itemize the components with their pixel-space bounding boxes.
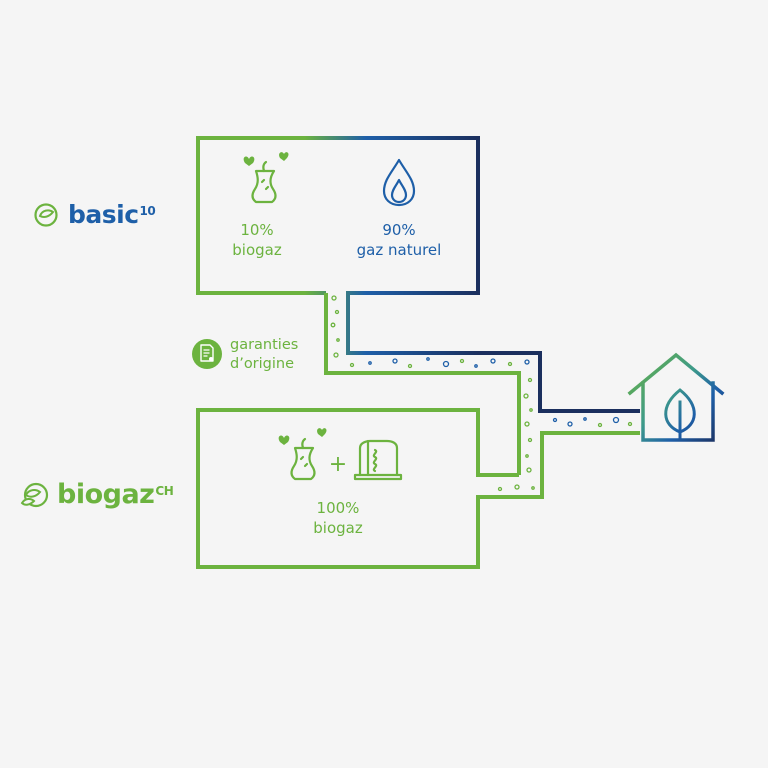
- guarantees-line-2: d’origine: [230, 356, 295, 372]
- basic-green-pipe: [324, 293, 521, 475]
- certificate-icon-spacer: [192, 340, 222, 370]
- biogas-share-text: biogaz: [232, 241, 282, 259]
- biogas-tank-icon: [353, 439, 403, 481]
- full-biogas-value: 100%: [316, 499, 360, 517]
- eco-house-icon: [627, 352, 725, 442]
- apple-core-icon-bottom: [278, 428, 327, 481]
- full-biogas-text: biogaz: [313, 519, 363, 537]
- brand-biogaz-name: biogaz: [57, 479, 155, 510]
- certificate-document-icon: [192, 339, 222, 369]
- plus-sign: +: [329, 452, 347, 477]
- basic-mix-box: [196, 136, 640, 413]
- natural-gas-share-value: 90%: [382, 221, 416, 239]
- natural-gas-share-label: 90% gaz naturel: [338, 220, 460, 260]
- biogas-share-label: 10% biogaz: [222, 220, 292, 260]
- full-biogas-label: 100% biogaz: [298, 498, 378, 538]
- gas-flame-icon: [382, 158, 416, 207]
- biogaz-box: [196, 408, 640, 569]
- gas-bubbles: [330, 295, 633, 492]
- brand-basic-superscript: 10: [139, 203, 156, 218]
- guarantees-text: garanties d’origine: [230, 336, 298, 374]
- guarantees-line-1: garanties: [230, 337, 299, 353]
- biogas-share-value: 10%: [240, 221, 274, 239]
- double-leaf-logo-icon: [20, 482, 49, 507]
- natural-gas-share-text: gaz naturel: [356, 241, 442, 259]
- apple-core-icon: [243, 152, 289, 204]
- leaf-circle-logo-icon: [34, 202, 58, 227]
- brand-basic-name: basic: [68, 200, 139, 229]
- brand-biogaz-superscript: CH: [155, 483, 174, 498]
- guarantees-of-origin: garanties d’origine: [192, 336, 298, 374]
